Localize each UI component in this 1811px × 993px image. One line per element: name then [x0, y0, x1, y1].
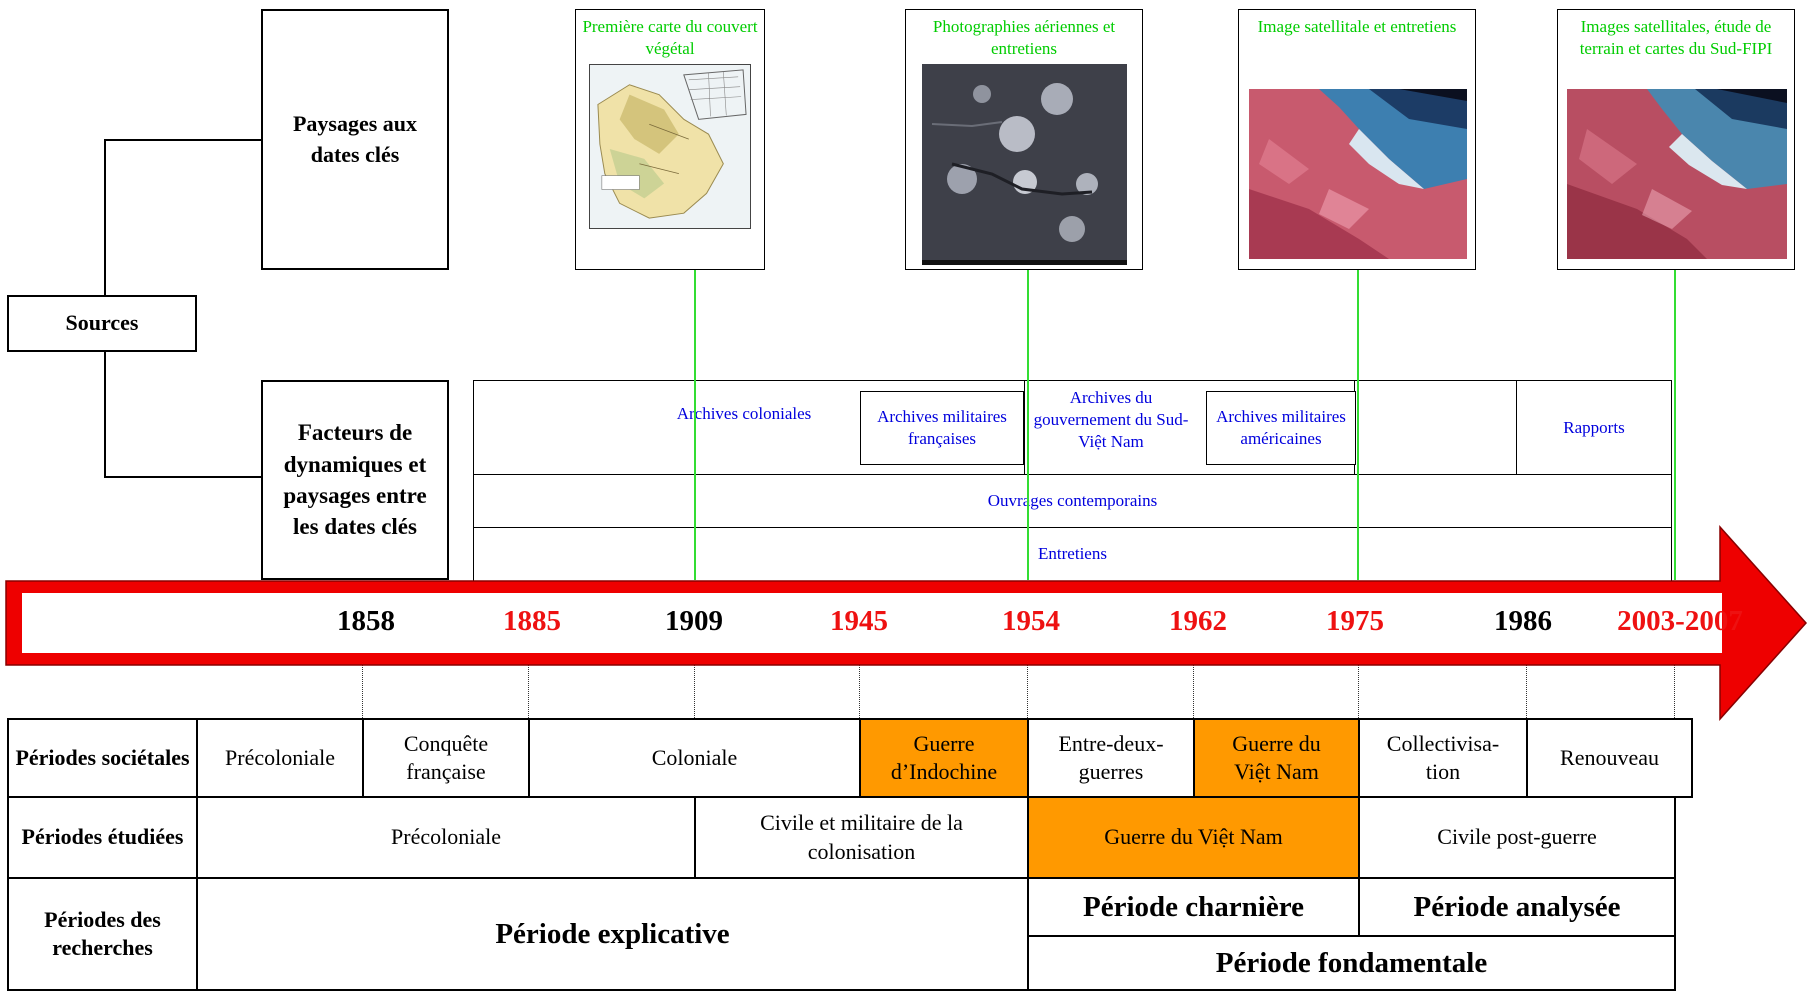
satellite-image — [1567, 89, 1787, 259]
year-1986: 1986 — [1494, 605, 1552, 637]
societal-collectivisation: Collectivisa-tion — [1358, 718, 1528, 798]
image-frame-1909: Première carte du couvert végétal — [575, 9, 765, 270]
period-explicative: Période explicative — [196, 877, 1029, 991]
image-caption-2003: Images satellitales, étude de terrain et… — [1579, 17, 1773, 59]
studied-post-war: Civile post-guerre — [1358, 796, 1676, 879]
image-frame-1975: Image satellitale et entretiens — [1238, 9, 1476, 270]
sources-root-label: Sources — [65, 310, 139, 336]
image-caption-1975: Image satellitale et entretiens — [1257, 17, 1457, 36]
contemporary-works: Ouvrages contemporains — [473, 474, 1672, 529]
societal-french-conquest: Conquête française — [362, 718, 530, 798]
tick-1945 — [859, 655, 860, 718]
french-military-archives: Archives militaires françaises — [860, 391, 1024, 465]
landscapes-box: Paysages aux dates clés — [261, 9, 449, 270]
image-caption-1909: Première carte du couvert végétal — [582, 17, 758, 59]
tick-1986 — [1526, 655, 1527, 718]
interviews: Entretiens — [473, 527, 1672, 582]
year-1885: 1885 — [503, 605, 561, 637]
societal-periods-header: Périodes sociétales — [7, 718, 198, 798]
image-frame-1954: Photographies aériennes et entretiens — [905, 9, 1143, 270]
studied-vietnam-war: Guerre du Việt Nam — [1027, 796, 1360, 879]
tick-1954 — [1027, 655, 1028, 718]
satellite-image — [1249, 89, 1467, 259]
vegetation-map-image — [589, 64, 751, 229]
sources-root-box: Sources — [7, 295, 197, 352]
link-line-1954 — [1027, 270, 1029, 580]
studied-periods-header: Périodes étudiées — [7, 796, 198, 879]
aerial-photo-image — [922, 64, 1127, 265]
societal-indochina-war: Guerre d’Indochine — [859, 718, 1029, 798]
tick-1962 — [1193, 655, 1194, 718]
american-military-archives: Archives militaires américaines — [1206, 391, 1356, 465]
societal-precolonial: Précoloniale — [196, 718, 364, 798]
factors-box: Facteurs de dynamiques et paysages entre… — [261, 380, 449, 580]
societal-vietnam-war: Guerre du Việt Nam — [1193, 718, 1360, 798]
tick-1885 — [528, 655, 529, 718]
tick-1858 — [362, 655, 363, 718]
link-line-1909 — [694, 270, 696, 580]
period-fondamentale: Période fondamentale — [1027, 935, 1676, 991]
year-1954: 1954 — [1002, 605, 1060, 637]
research-periods-header: Périodes des recherches — [7, 877, 198, 991]
studied-precolonial: Précoloniale — [196, 796, 696, 879]
tree-connector-bottom-h — [104, 476, 263, 478]
south-vietnam-archives: Archives du gouvernement du Sud-Việt Nam — [1033, 388, 1189, 452]
year-1945: 1945 — [830, 605, 888, 637]
year-2003-2007: 2003-2007 — [1617, 605, 1743, 637]
year-1909: 1909 — [665, 605, 723, 637]
tick-2003 — [1674, 655, 1675, 718]
year-1962: 1962 — [1169, 605, 1227, 637]
year-1975: 1975 — [1326, 605, 1384, 637]
link-line-2003 — [1674, 270, 1676, 580]
link-line-1975 — [1357, 270, 1359, 580]
year-1858: 1858 — [337, 605, 395, 637]
landscapes-label: Paysages aux dates clés — [292, 111, 418, 167]
reports: Rapports — [1516, 380, 1672, 476]
tree-connector-top — [104, 139, 106, 296]
tick-1909 — [694, 655, 695, 718]
tree-connector-top-h — [104, 139, 263, 141]
societal-colonial: Coloniale — [528, 718, 861, 798]
image-caption-1954: Photographies aériennes et entretiens — [932, 17, 1116, 59]
societal-renewal: Renouveau — [1526, 718, 1693, 798]
tree-connector-bottom — [104, 350, 106, 478]
colonial-archives: Archives coloniales — [676, 404, 812, 423]
tick-1975 — [1358, 655, 1359, 718]
factors-label: Facteurs de dynamiques et paysages entre… — [283, 420, 427, 540]
period-analysee: Période analysée — [1358, 877, 1676, 937]
studied-colonisation: Civile et militaire de la colonisation — [694, 796, 1029, 879]
timeline-arrow — [5, 525, 1808, 721]
image-frame-2003: Images satellitales, étude de terrain et… — [1557, 9, 1795, 270]
societal-interwar: Entre-deux-guerres — [1027, 718, 1195, 798]
period-charniere: Période charnière — [1027, 877, 1360, 937]
